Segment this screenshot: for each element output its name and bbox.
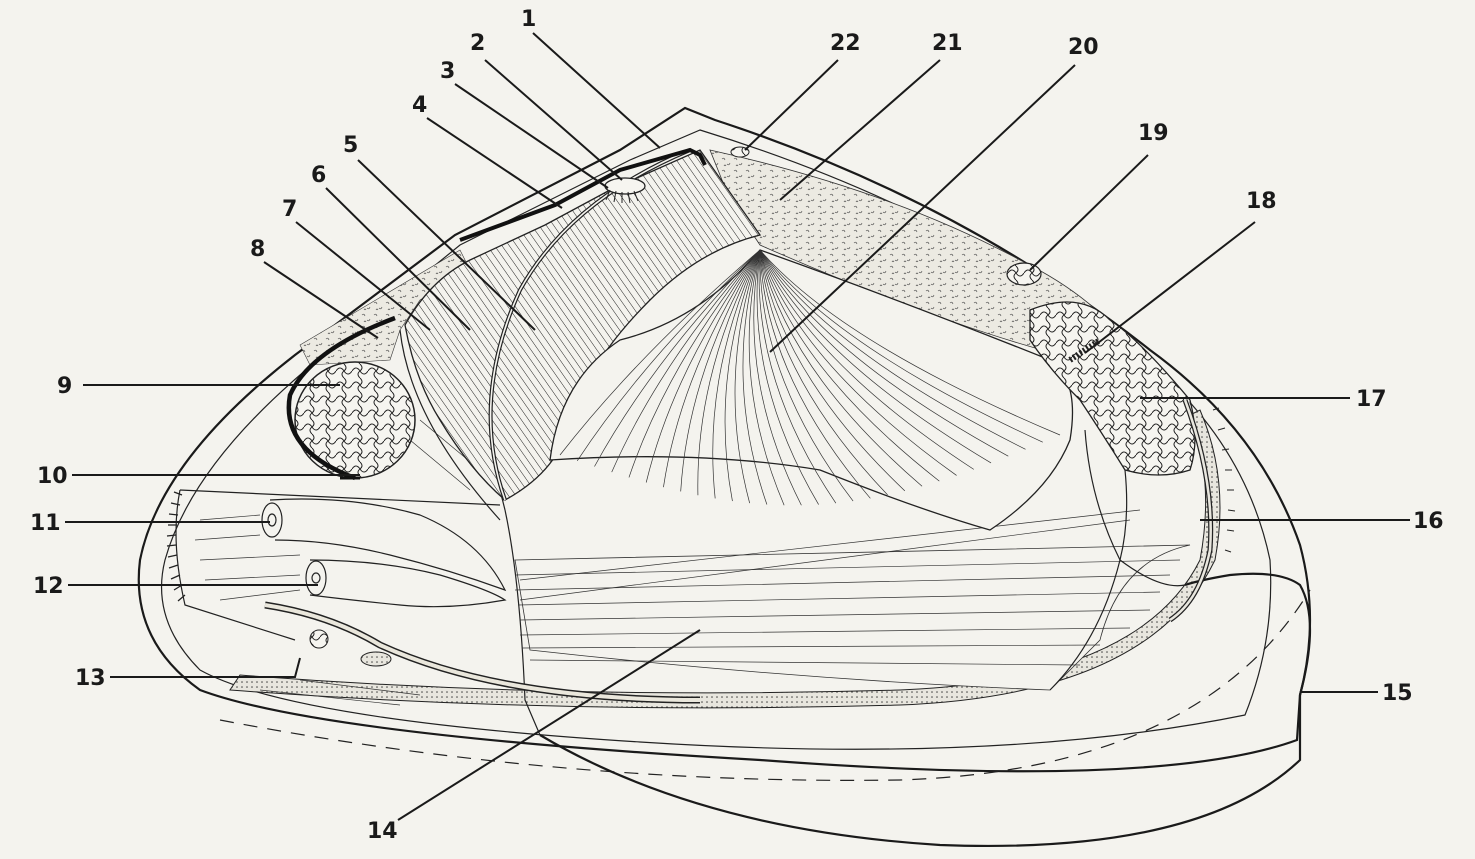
label-11: 11 — [30, 511, 61, 536]
label-14: 14 — [367, 819, 398, 844]
label-15: 15 — [1382, 681, 1413, 706]
label-13: 13 — [75, 666, 106, 691]
label-17: 17 — [1356, 387, 1387, 412]
label-19: 19 — [1138, 121, 1169, 146]
label-9: 9 — [57, 374, 72, 399]
label-7: 7 — [282, 197, 297, 222]
label-10: 10 — [37, 464, 68, 489]
label-8: 8 — [250, 237, 265, 262]
label-3: 3 — [440, 59, 455, 84]
label-18: 18 — [1246, 189, 1277, 214]
label-1: 1 — [521, 7, 536, 32]
label-5: 5 — [343, 133, 358, 158]
label-6: 6 — [311, 163, 326, 188]
label-22: 22 — [830, 31, 861, 56]
label-12: 12 — [33, 574, 64, 599]
label-16: 16 — [1413, 509, 1444, 534]
label-21: 21 — [932, 31, 963, 56]
label-20: 20 — [1068, 35, 1099, 60]
label-4: 4 — [412, 93, 427, 118]
label-2: 2 — [470, 31, 485, 56]
